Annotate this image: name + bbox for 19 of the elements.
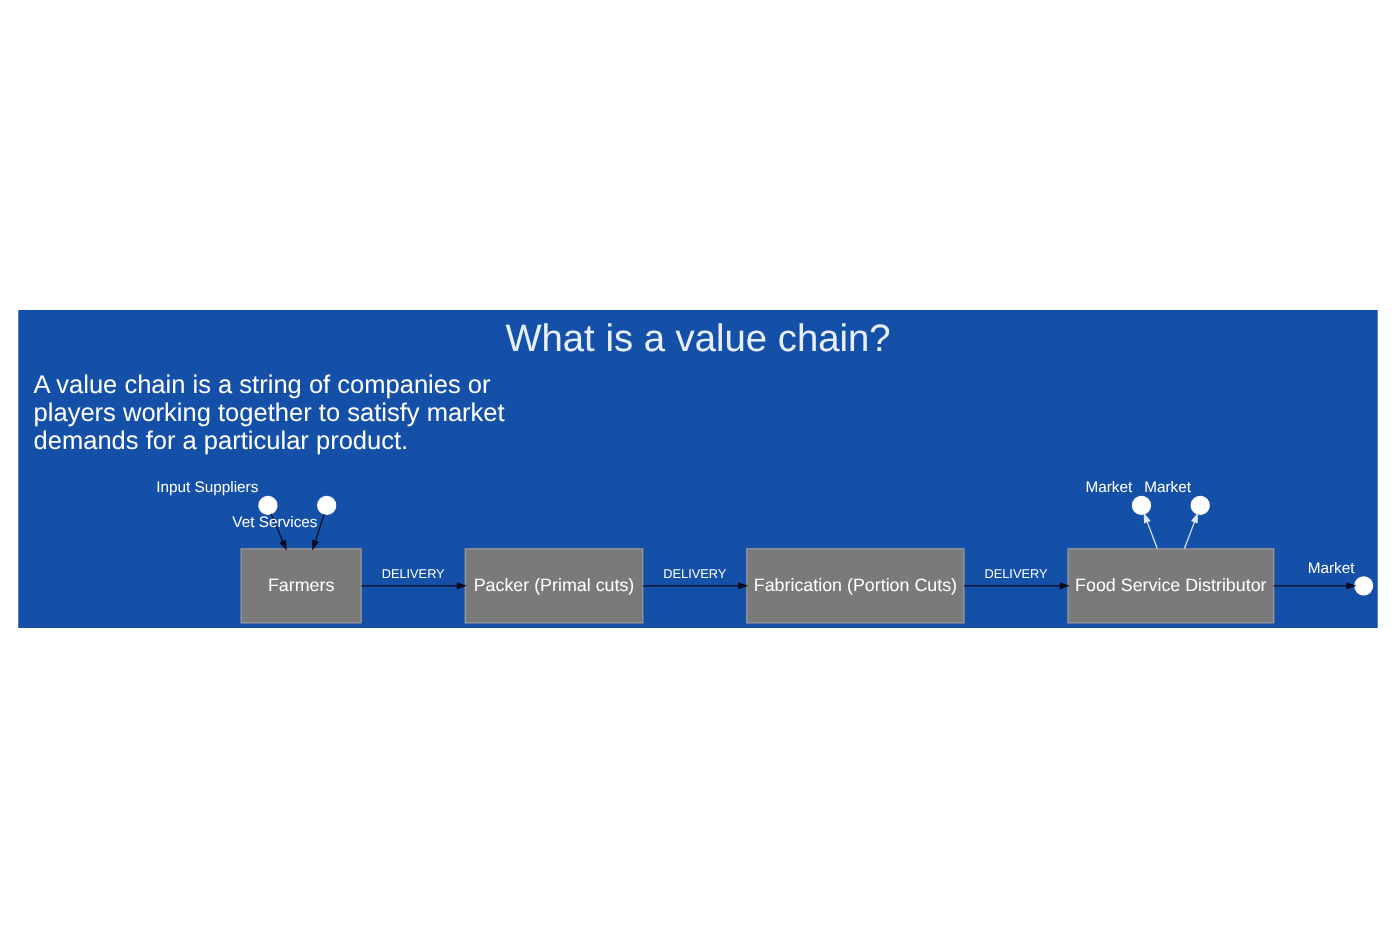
arrow: [1273, 582, 1357, 590]
node-circle: [1354, 576, 1374, 596]
node-circle: [258, 495, 278, 515]
node-circle: [1131, 495, 1152, 515]
arrow: [312, 513, 325, 551]
node-box: Food Service Distributor: [1067, 548, 1275, 624]
diagram-title: What is a value chain?: [505, 318, 891, 361]
node-box: Packer (Primal cuts): [464, 548, 644, 624]
arrow: [963, 582, 1070, 590]
node-circle: [317, 495, 337, 515]
arrow: [360, 582, 467, 590]
node-circle: [1190, 495, 1210, 515]
label: A value chain is a string of companies or players working together to satisfy market demands for a particular product.: [33, 369, 505, 456]
node-box: Farmers: [240, 548, 362, 624]
node-box: Fabrication (Portion Cuts): [746, 548, 965, 624]
arrow: [1143, 512, 1158, 550]
arrow: [270, 513, 287, 551]
arrow: [1183, 512, 1198, 550]
arrow: [642, 582, 749, 590]
